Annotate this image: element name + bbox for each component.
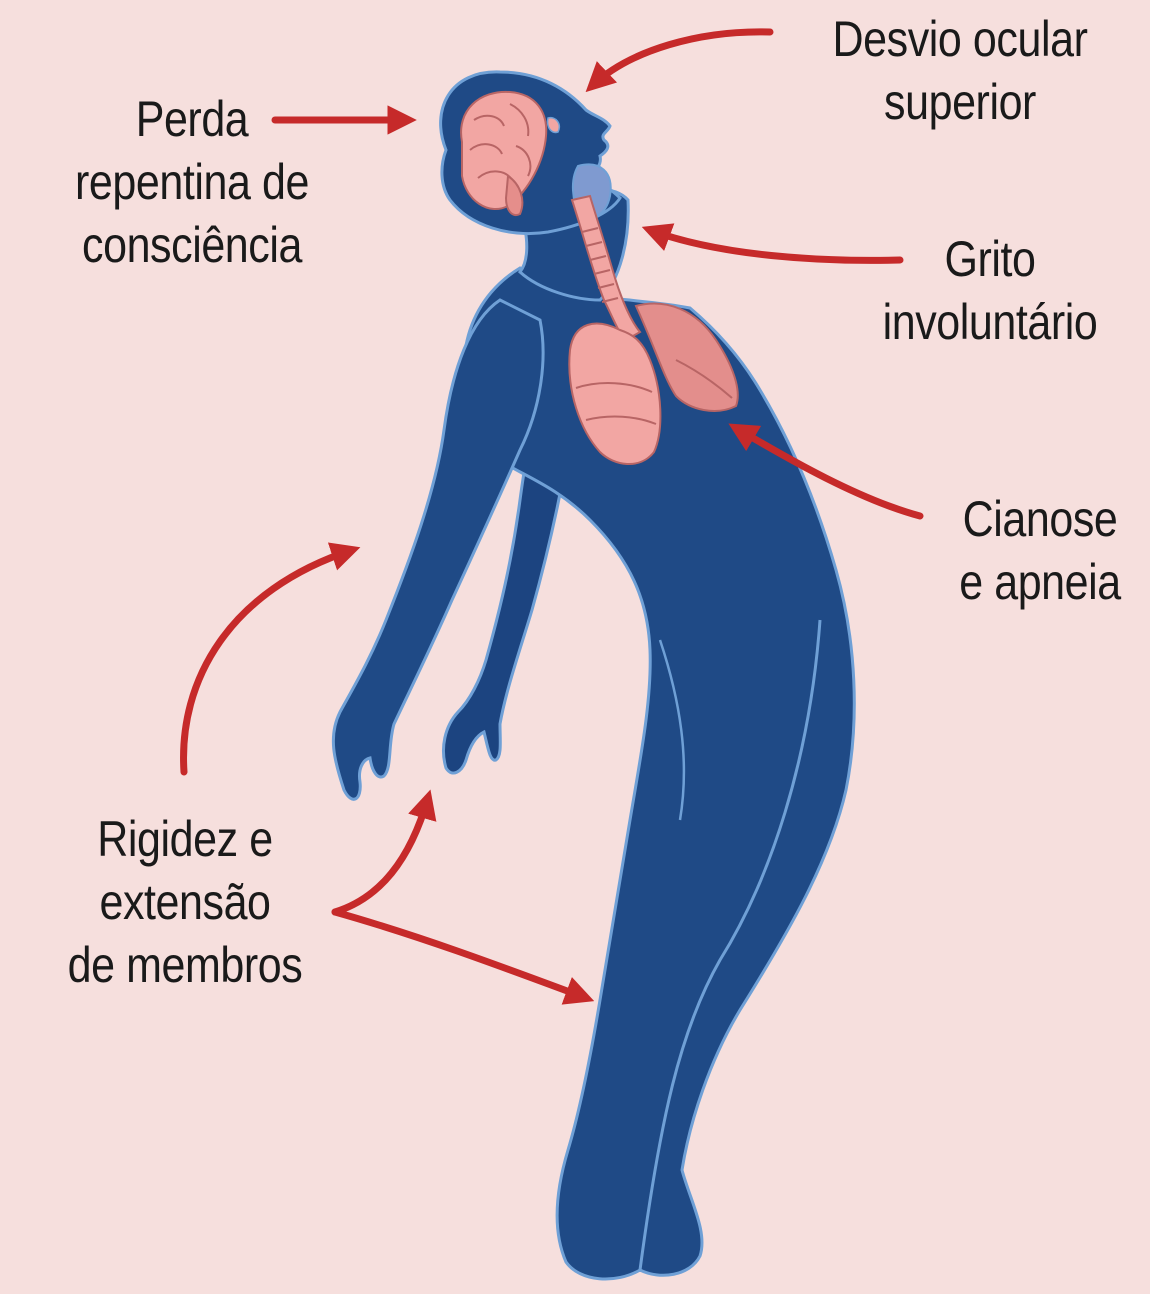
label-grito-involuntario: Grito involuntário [827,228,1150,354]
label-line: superior [788,71,1132,134]
label-line: Perda [46,88,338,151]
arrow-rigidez-arm [184,550,352,772]
label-line: Cianose [902,488,1150,551]
label-line: involuntário [827,291,1150,354]
label-rigidez-membros: Rigidez e extensão de membros [26,808,344,997]
label-desvio-ocular: Desvio ocular superior [788,8,1132,134]
arrow-rigidez-hand [335,798,428,912]
label-perda-consciencia: Perda repentina de consciência [46,88,338,277]
label-line: e apneia [902,551,1150,614]
label-line: repentina de [46,151,338,214]
label-line: de membros [26,934,344,997]
label-line: Rigidez e [26,808,344,871]
label-line: Grito [827,228,1150,291]
label-line: consciência [46,214,338,277]
label-cianose-apneia: Cianose e apneia [902,488,1150,614]
arrow-rigidez-leg [335,912,586,998]
label-line: Desvio ocular [788,8,1132,71]
label-line: extensão [26,871,344,934]
arrow-desvio [592,32,770,86]
